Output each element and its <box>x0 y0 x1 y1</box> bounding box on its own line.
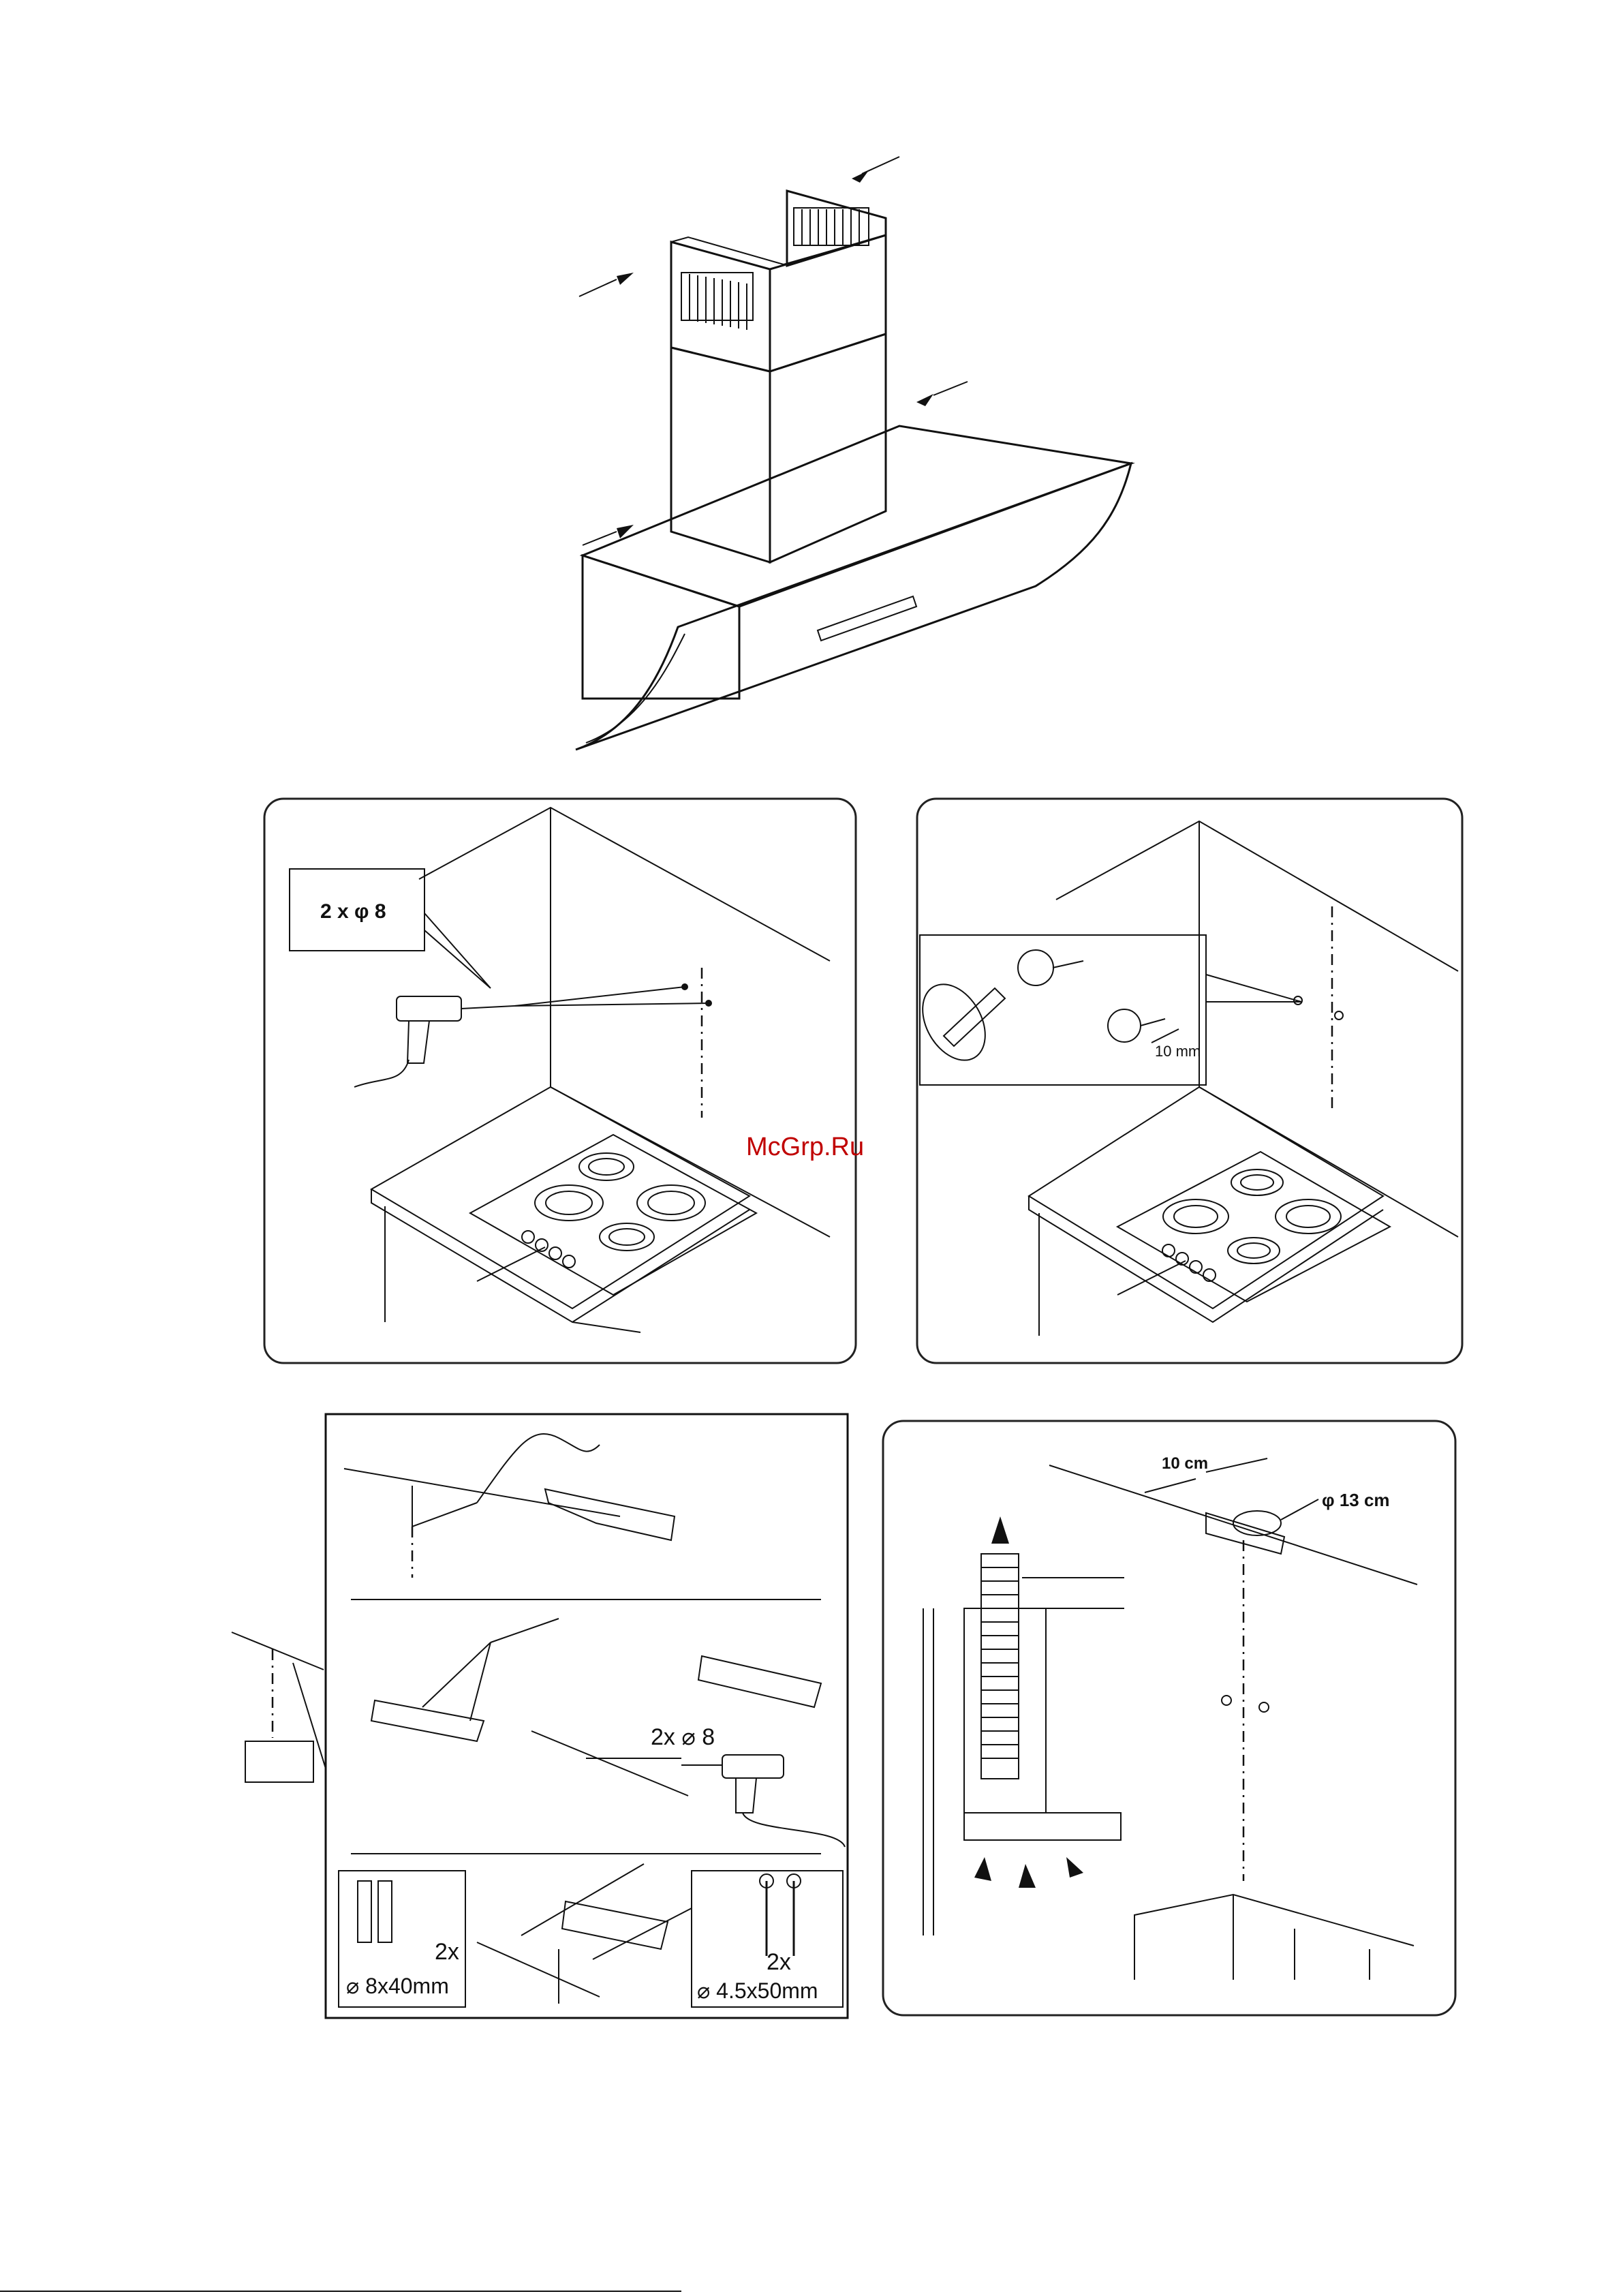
screw-gap-label: 10 mm <box>1155 1043 1201 1060</box>
screws-count: 2x <box>767 1949 791 1975</box>
screw-icon <box>1018 950 1179 1043</box>
screwdriver-icon <box>910 973 1005 1071</box>
screw-arrows <box>579 157 968 545</box>
vent-slots-left <box>681 273 753 330</box>
watermark: McGrp.Ru <box>746 1133 864 1161</box>
arrow-up-icon <box>991 1516 1009 1544</box>
bracket-drill-label: 2x ⌀ 8 <box>651 1724 715 1750</box>
arrow-airflow-3 <box>1066 1857 1083 1878</box>
screw-detail-inset <box>920 935 1206 1085</box>
screw-pair-icon <box>760 1874 801 1956</box>
wall-plugs-count: 2x <box>435 1939 459 1965</box>
drill-icon <box>354 996 514 1087</box>
panel-fix-bracket <box>232 1414 848 2018</box>
screws-size: ⌀ 4.5x50mm <box>697 1978 818 2003</box>
panel-insert-screws <box>910 799 1462 1363</box>
wall-plugs-size: ⌀ 8x40mm <box>346 1974 449 1998</box>
duct-diameter-label: φ 13 cm <box>1322 1490 1390 1510</box>
duct-spacing-label: 10 cm <box>1162 1454 1208 1473</box>
arrow-airflow-2 <box>1019 1864 1036 1888</box>
drill-callout-label: 2 x φ 8 <box>320 900 386 923</box>
drill-icon-small <box>681 1755 845 1847</box>
arrow-airflow-1 <box>974 1857 991 1881</box>
cooker-hood-illustration <box>576 157 1131 750</box>
vent-slots-right <box>794 208 869 245</box>
wall-plug-icon <box>358 1881 392 1942</box>
panel-drill-holes <box>264 799 856 1363</box>
